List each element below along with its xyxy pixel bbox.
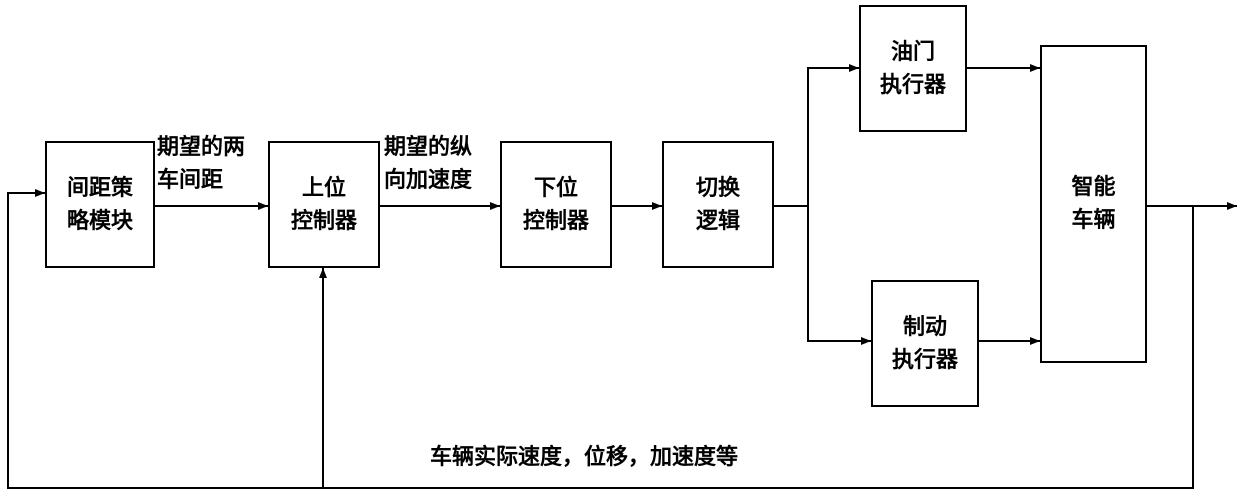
switching-logic-label: 切换 逻辑 [696, 172, 740, 238]
upper-controller-block: 上位 控制器 [268, 141, 380, 268]
spacing-strategy-label: 间距策 略模块 [67, 172, 133, 238]
lower-controller-label: 下位 控制器 [523, 172, 589, 238]
desired-distance-label: 期望的两 车间距 [157, 131, 245, 197]
wire-switch-to-throttle [808, 68, 859, 206]
switching-logic-block: 切换 逻辑 [662, 141, 774, 268]
wire-switch-to-brake [808, 206, 871, 341]
feedback-signal-label: 车辆实际速度，位移，加速度等 [430, 441, 738, 474]
throttle-actuator-block: 油门 执行器 [859, 5, 967, 132]
desired-accel-label: 期望的纵 向加速度 [384, 131, 472, 197]
brake-actuator-label: 制动 执行器 [892, 311, 958, 377]
throttle-actuator-label: 油门 执行器 [880, 36, 946, 102]
brake-actuator-block: 制动 执行器 [871, 280, 979, 407]
smart-vehicle-label: 智能 车辆 [1071, 171, 1115, 237]
upper-controller-label: 上位 控制器 [291, 172, 357, 238]
spacing-strategy-block: 间距策 略模块 [45, 141, 155, 268]
smart-vehicle-block: 智能 车辆 [1040, 45, 1147, 363]
lower-controller-block: 下位 控制器 [500, 141, 612, 268]
